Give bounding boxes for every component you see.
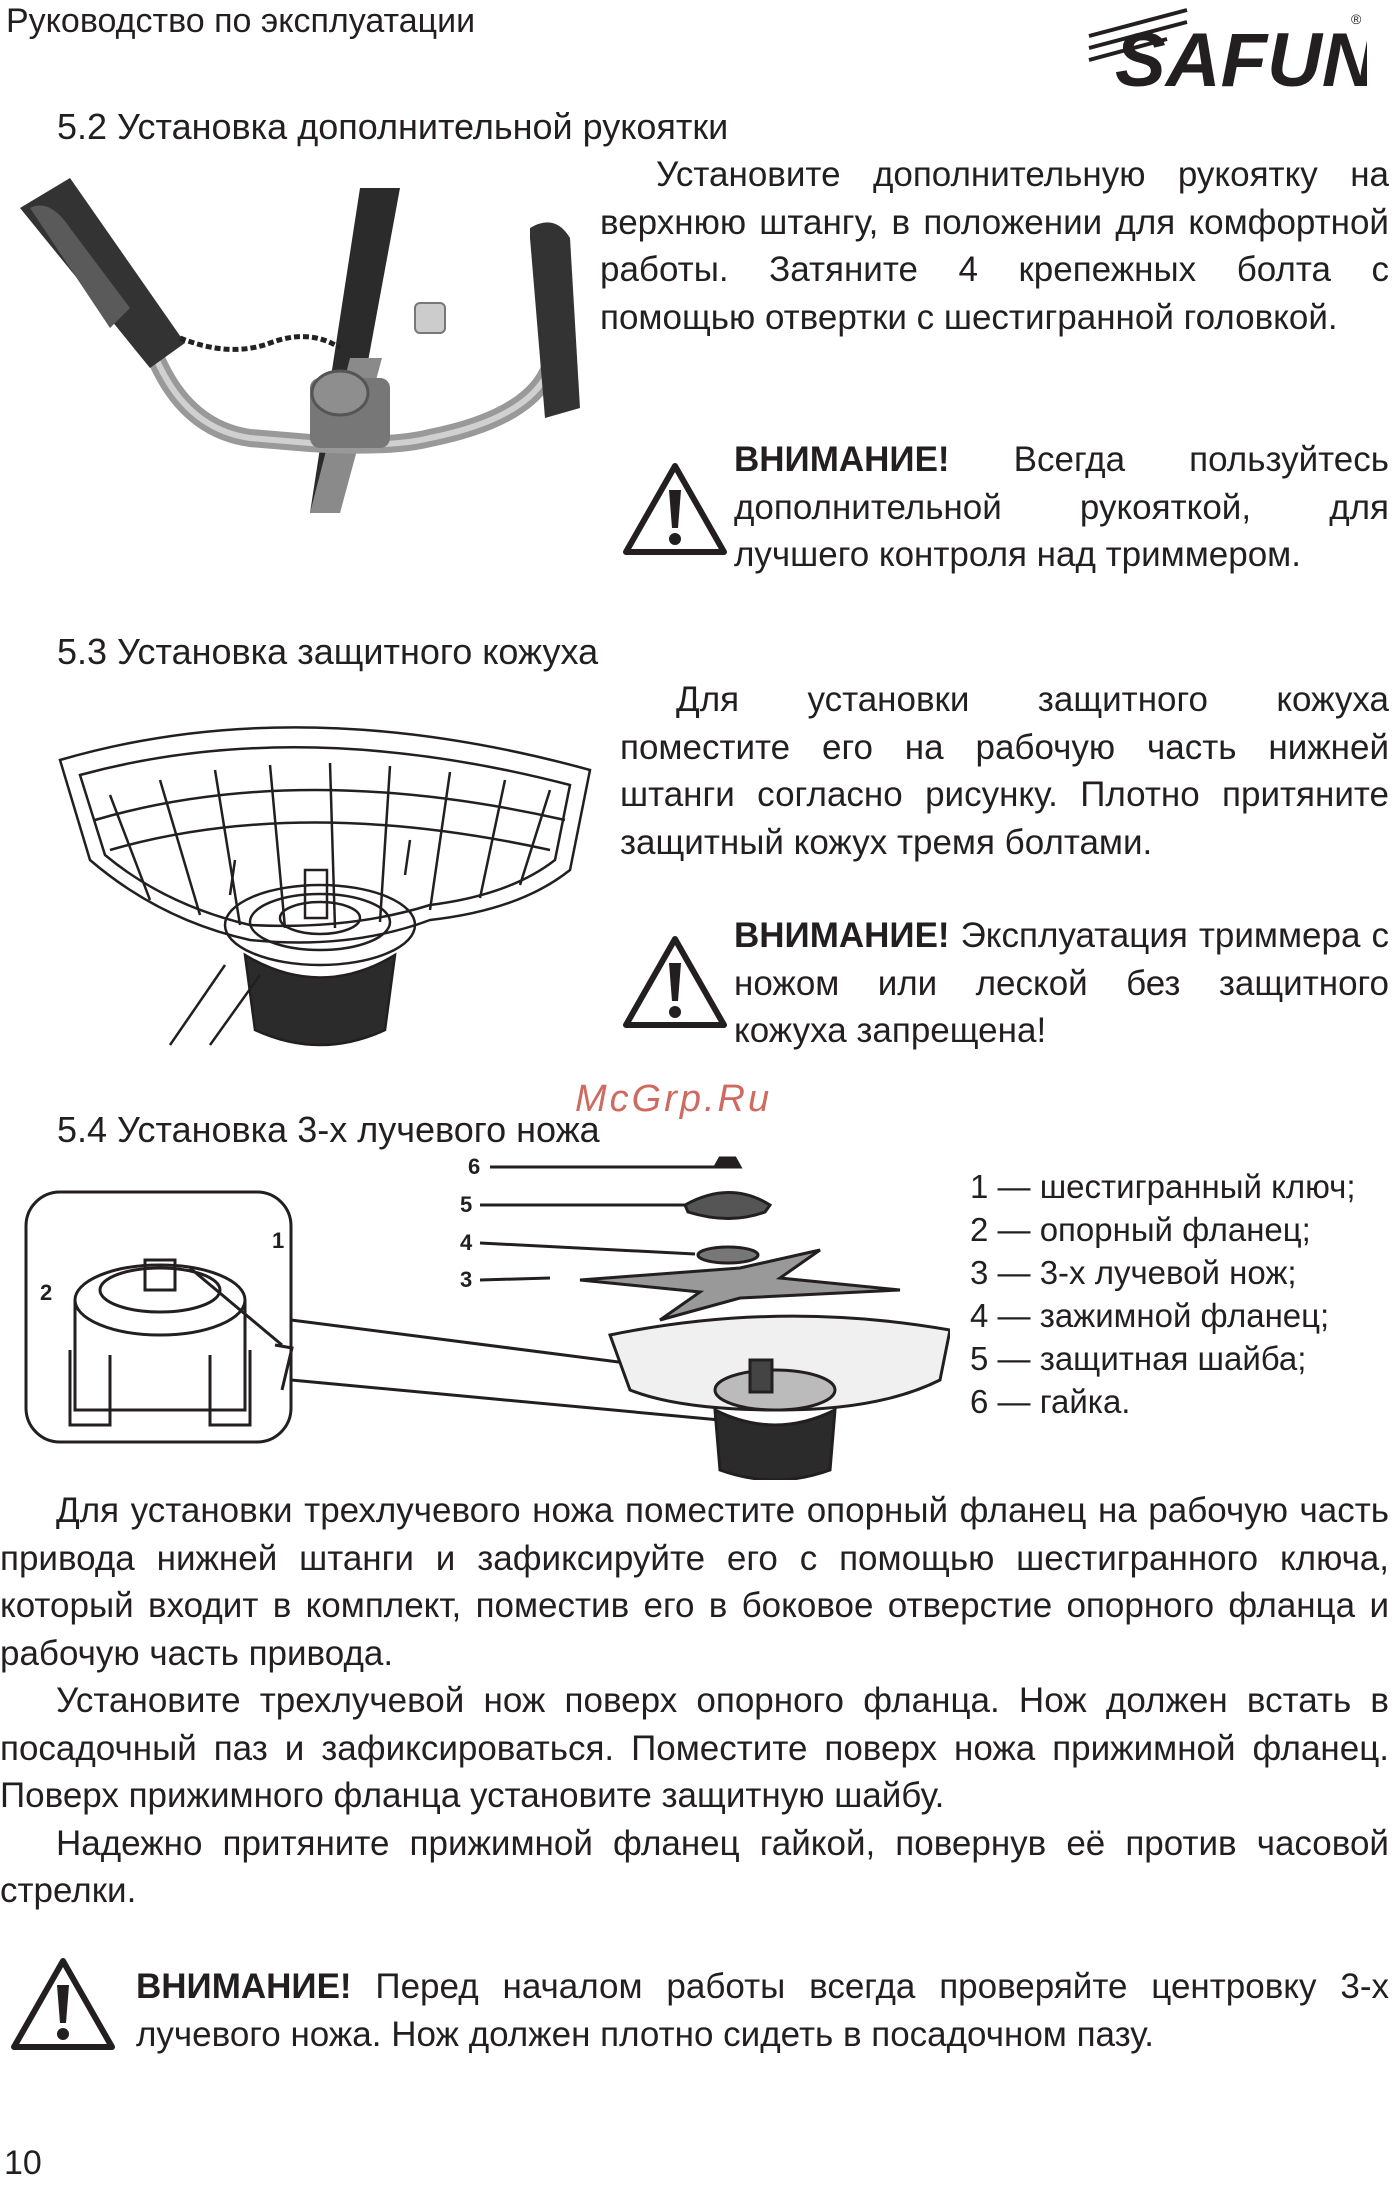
fig-label-3: 3 <box>460 1267 472 1292</box>
legend-item: 2 — опорный фланец; <box>970 1211 1311 1248</box>
warning-5-3: ВНИМАНИЕ! Эксплуатация триммера с ножом … <box>734 912 1389 1055</box>
legend-item: 4 — зажимной фланец; <box>970 1297 1330 1334</box>
fig-label-4: 4 <box>460 1230 473 1255</box>
warning-icon <box>623 463 727 555</box>
heading-5-3: 5.3 Установка защитного кожуха <box>57 631 599 672</box>
text-5-3: Для установки защитного кожуха поместите… <box>620 676 1389 866</box>
fig-label-6: 6 <box>468 1154 480 1179</box>
running-header: Руководство по эксплуатации <box>6 2 476 40</box>
heading-5-4: 5.4 Установка 3-х лучевого ножа <box>57 1109 600 1150</box>
warning-icon <box>623 936 727 1028</box>
blade-assembly-illustration: 1 2 3 4 5 6 <box>24 1154 950 1480</box>
paragraph: Для установки защитного кожуха поместите… <box>620 680 1389 862</box>
legend-item: 1 — шестигранный ключ; <box>970 1168 1356 1205</box>
fig-label-2: 2 <box>40 1280 52 1305</box>
warning-text: Перед началом работы всегда проверяйте ц… <box>136 1967 1389 2054</box>
warning-text: Эксплуатация триммера с ножом или леской… <box>734 916 1389 1050</box>
legend-item: 6 — гайка. <box>970 1383 1131 1420</box>
brand-logo: SAFUN ® <box>1088 8 1367 92</box>
fig-label-5: 5 <box>460 1192 472 1217</box>
warning-text: Всегда пользуйтесь дополнительной рукоят… <box>734 440 1389 574</box>
guard-illustration <box>58 726 592 1047</box>
page-number: 10 <box>4 2144 42 2182</box>
warning-label: ВНИМАНИЕ! <box>734 916 950 955</box>
brand-name: SAFUN <box>1115 18 1367 92</box>
registered-mark: ® <box>1351 11 1362 27</box>
heading-5-2: 5.2 Установка дополнительной рукоятки <box>57 106 729 147</box>
watermark: McGrp.Ru <box>575 1078 773 1120</box>
warning-label: ВНИМАНИЕ! <box>136 1967 352 2006</box>
warning-label: ВНИМАНИЕ! <box>734 440 950 479</box>
paragraph: Для установки трехлучевого ножа поместит… <box>0 1491 1389 1673</box>
legend-item: 3 — 3-х лучевой нож; <box>970 1254 1297 1291</box>
legend-item: 5 — защитная шайба; <box>970 1340 1307 1377</box>
paragraph: Установите трехлучевой нож поверх опорно… <box>0 1681 1389 1815</box>
warning-5-4: ВНИМАНИЕ! Перед началом работы всегда пр… <box>136 1963 1389 2058</box>
paragraph: Надежно притяните прижимной фланец гайко… <box>0 1823 1389 1911</box>
parts-legend: 1 — шестигранный ключ; 2 — опорный флане… <box>970 1165 1356 1423</box>
text-5-2: Установите дополнительную рукоятку на ве… <box>600 151 1389 341</box>
handle-illustration <box>20 178 580 513</box>
paragraph: Установите дополнительную рукоятку на ве… <box>600 155 1389 337</box>
warning-5-2: ВНИМАНИЕ! Всегда пользуйтесь дополнитель… <box>734 436 1389 579</box>
warning-icon <box>11 1958 115 2050</box>
text-5-4: Для установки трехлучевого ножа поместит… <box>0 1487 1389 1915</box>
fig-label-1: 1 <box>272 1228 284 1253</box>
